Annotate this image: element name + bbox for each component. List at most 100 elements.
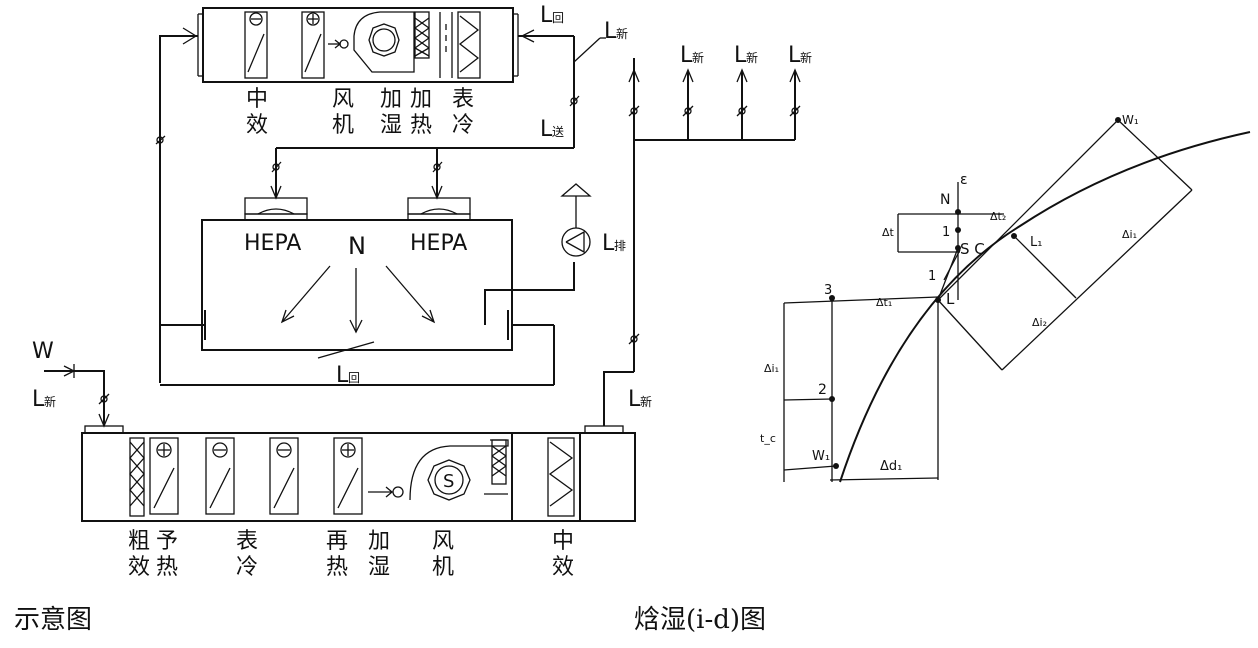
lower-reheat-label-char-0: 再 (326, 529, 348, 554)
lower-mid_filter-label-char-1: 效 (552, 555, 574, 580)
lower-reheat-coil-icon (333, 437, 363, 515)
flow-L-exhaust: L (602, 231, 615, 256)
lower-reheat-label-char-1: 热 (326, 555, 348, 580)
lower-cooler-coil-b-icon (269, 437, 299, 515)
chart-point-dh: Δi₁ (764, 362, 779, 375)
flow-L-new_branch_3-sub: 新 (800, 50, 812, 65)
lower-fan-label-char-0: 风 (432, 529, 454, 554)
chart-point-W1: W₁ (812, 449, 830, 464)
upper-fan-label-char-1: 机 (332, 113, 354, 138)
flow-L-new_branch_2: L (734, 43, 747, 68)
upper-heater-label-char-0: 加 (410, 87, 432, 112)
hepa-left-icon (244, 197, 308, 221)
chart-point-epsilon: ε (960, 172, 968, 188)
schematic-caption: 示意图 (14, 605, 92, 635)
lower-coarse_filter-label-char-1: 效 (128, 555, 150, 580)
chart-point-dtl: Δt₁ (876, 296, 892, 309)
lower-mid_filter-label-char-0: 中 (552, 529, 574, 554)
upper-fan-label-char-0: 风 (332, 87, 354, 112)
upper-ahu (197, 7, 519, 83)
upper-ducts (155, 27, 801, 426)
fan-symbol-label: S (443, 471, 454, 492)
chart-point-SC: S C (960, 240, 985, 258)
lower-ahu: S (44, 364, 636, 522)
flow-L-new_right: L (628, 387, 641, 412)
chart-point-Wa: W₁ (1122, 113, 1139, 127)
lower-cooler-label-char-0: 表 (236, 529, 258, 554)
flow-labels: W (32, 339, 54, 364)
id-chart (783, 117, 1251, 483)
lower-preheat-label-char-1: 热 (156, 555, 178, 580)
upper-mid_filter-label-char-0: 中 (246, 87, 268, 112)
chart-caption: 焓湿(i-d)图 (634, 605, 766, 635)
flow-L-new_branch_2-sub: 新 (746, 50, 758, 65)
flow-L-supply-sub: 送 (552, 124, 564, 139)
lower-humidifier-icon (368, 486, 404, 498)
upper-humidifier-label-char-0: 加 (380, 87, 402, 112)
flow-L-new_left: L (32, 387, 45, 412)
chart-point-N: N (940, 192, 950, 208)
chart-point-tc: t_c (760, 432, 776, 445)
flow-L-new_top-sub: 新 (616, 26, 628, 41)
chart-point-L: L (946, 290, 955, 308)
lower-cooler-label-char-1: 冷 (236, 555, 258, 580)
flow-L-return_top: L (540, 3, 553, 28)
lower-humidifier-label-char-1: 湿 (368, 555, 390, 580)
chart-point-p2: 2 (818, 382, 827, 398)
lower-cooler-coil-a-icon (205, 437, 235, 515)
upper-cooler-label-char-1: 冷 (452, 113, 474, 138)
flow-L-return_room-sub: 回 (348, 371, 360, 385)
chart-point-dl: Δi₁ (1122, 228, 1137, 241)
hepa-right-label: HEPA (410, 231, 467, 256)
lower-fan-label-char-1: 机 (432, 555, 454, 580)
flow-L-return_top-sub: 回 (552, 11, 564, 25)
upper-mid-filter-icon (244, 11, 268, 79)
clean-room: HEPA HEPA N (160, 183, 592, 386)
lower-coarse_filter-label-char-0: 粗 (128, 529, 150, 554)
upper-humidifier-mesh-icon (414, 11, 430, 59)
flow-L-new_left-sub: 新 (44, 394, 56, 409)
flow-L-return_room: L (336, 363, 349, 388)
flow-L-new_branch_3: L (788, 43, 801, 68)
flow-L-new_top: L (604, 19, 617, 44)
lower-preheat-label-char-0: 予 (156, 529, 178, 554)
flow-L-new_branch_1: L (680, 43, 693, 68)
lower-humidifier-label-char-0: 加 (368, 529, 390, 554)
chart-point-dsc: Δt₂ (990, 210, 1006, 223)
chart-point-dl2: Δi₂ (1032, 316, 1047, 329)
lower-fan-icon: S (409, 439, 509, 501)
upper-heater-label-char-1: 热 (410, 113, 432, 138)
upper-humidifier-icon (328, 39, 349, 49)
chart-point-p3: 3 (824, 283, 832, 298)
lower-preheat-coil-icon (149, 437, 179, 515)
chart-point-L1: L₁ (1030, 235, 1042, 250)
room-label: N (348, 232, 366, 260)
chart-point-p1b: 1 (942, 225, 950, 240)
flow-L-new_right-sub: 新 (640, 394, 652, 409)
flow-L-exhaust-sub: 排 (614, 239, 626, 253)
flow-L-supply: L (540, 117, 553, 142)
lower-coarse-filter-icon (129, 437, 145, 517)
chart-point-dd: Δd₁ (880, 459, 902, 474)
upper-mid_filter-label-char-1: 效 (246, 113, 268, 138)
hepa-right-icon (407, 197, 471, 221)
upper-humidifier-label-char-1: 湿 (380, 113, 402, 138)
upper-fan-icon (353, 11, 415, 73)
upper-cooler-label-char-0: 表 (452, 87, 474, 112)
lower-mid-filter-icon (547, 437, 575, 517)
lower-humidifier-mesh-icon (491, 439, 507, 485)
upper-cooler-icon (457, 11, 481, 79)
hepa-left-label: HEPA (244, 231, 301, 256)
exhaust-fan-icon (560, 183, 592, 257)
chart-point-dt: Δt (882, 226, 895, 239)
upper-heater-icon (439, 12, 453, 78)
flow-L-new_branch_1-sub: 新 (692, 50, 704, 65)
upper-heater-coil-icon (301, 11, 325, 79)
chart-point-p1: 1 (928, 269, 936, 284)
outdoor-label: W (32, 339, 54, 364)
